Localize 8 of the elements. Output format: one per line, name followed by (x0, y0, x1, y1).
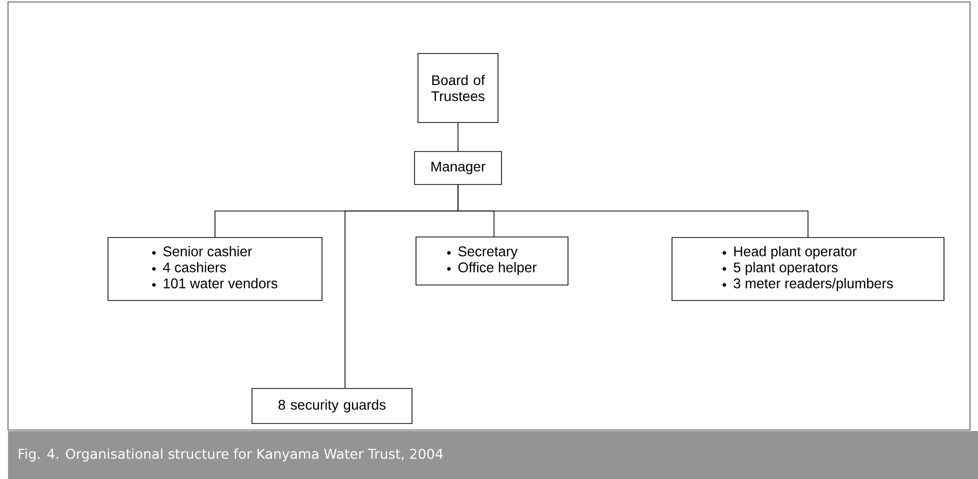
list-box: Senior cashier 4 cashiers 101 water vendors (108, 237, 322, 301)
list-box: Head plant operator 5 plant operators 3 meter readers/plumbers (672, 237, 944, 301)
caption-bar: Fig. 4. Organisational structure for Kanyama Water Trust, 2004 (8, 431, 978, 479)
org-box: Manager (414, 151, 502, 185)
org-box: 8 security guards (252, 388, 412, 424)
org-box: Board of Trustees (418, 53, 498, 123)
connector-line (344, 184, 458, 388)
list-box: Secretary Office helper (416, 236, 568, 286)
